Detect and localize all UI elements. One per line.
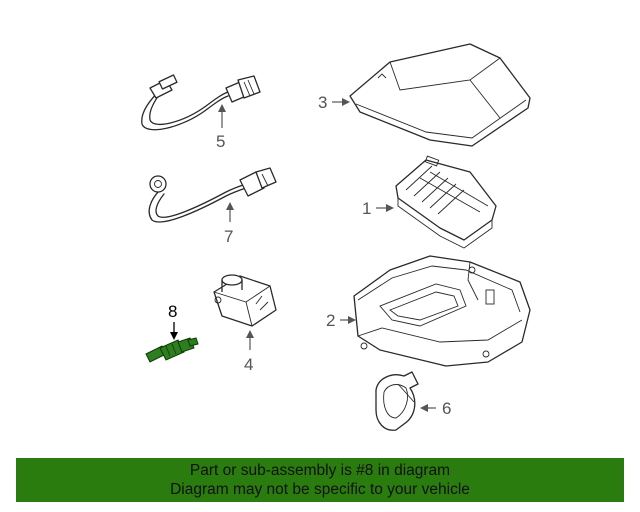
info-banner: Part or sub-assembly is #8 in diagram Di… <box>16 458 624 502</box>
callout-8-label: 8 <box>168 302 177 321</box>
callout-3-label: 3 <box>318 93 327 112</box>
callout-5: 5 <box>216 104 226 151</box>
callout-2: 2 <box>326 311 356 330</box>
part-4-coil[interactable] <box>213 274 277 327</box>
callout-7-label: 7 <box>224 227 233 246</box>
callout-5-label: 5 <box>216 132 225 151</box>
callout-6: 6 <box>420 399 451 418</box>
callout-8: 8 <box>168 302 178 340</box>
banner-line-1: Part or sub-assembly is #8 in diagram <box>189 462 451 479</box>
callout-1-label: 1 <box>362 199 371 218</box>
banner-line-2: Diagram may not be specific to your vehi… <box>170 481 470 498</box>
part-6-clamp[interactable] <box>375 371 419 431</box>
parts-diagram: 5 7 3 1 <box>141 43 531 431</box>
part-2-tray[interactable] <box>353 255 531 367</box>
callout-4-label: 4 <box>244 355 253 374</box>
callout-7: 7 <box>224 202 234 246</box>
callout-4: 4 <box>244 330 254 374</box>
callout-6-label: 6 <box>442 399 451 418</box>
part-5-sensor[interactable] <box>141 74 261 131</box>
callout-1: 1 <box>362 199 394 218</box>
callout-3: 3 <box>318 93 350 112</box>
part-7-sensor[interactable] <box>148 167 277 223</box>
part-8-spark-plug[interactable] <box>145 337 199 363</box>
part-3-cover[interactable] <box>349 43 531 147</box>
callout-2-label: 2 <box>326 311 335 330</box>
part-1-module[interactable] <box>395 155 497 249</box>
